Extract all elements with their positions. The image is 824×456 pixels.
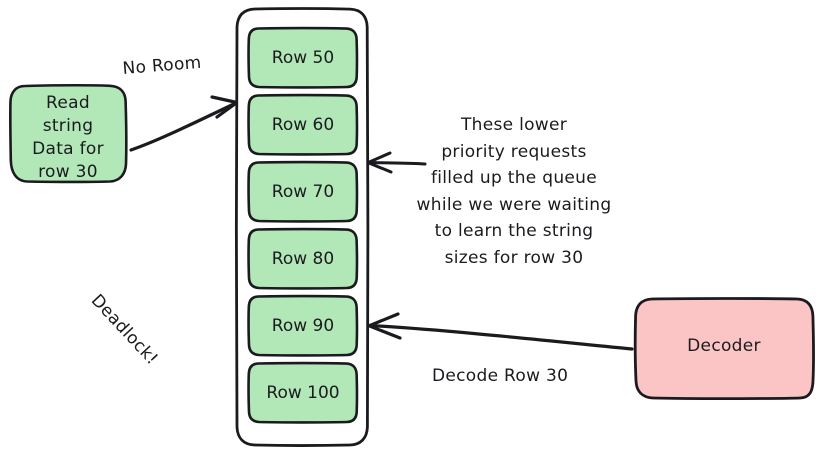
decode-arrow-label: Decode Row 30	[432, 366, 569, 386]
decoder-box-label: Decoder	[687, 336, 761, 356]
decode-arrow	[367, 312, 634, 351]
queue-item-shapes	[247, 26, 359, 424]
queue-item-label-1: Row 60	[271, 115, 335, 135]
queue-item-label-5: Row 100	[266, 383, 340, 403]
read-request-box[interactable]	[8, 84, 128, 184]
decoder-box[interactable]	[633, 297, 815, 401]
queue-annotation-text: These lower priority requests filled up …	[416, 115, 612, 268]
queue-item-label-3: Row 80	[271, 249, 335, 269]
queue-item-label-4: Row 90	[271, 316, 335, 336]
read-request-box-label: Read string Data for row 30	[32, 93, 104, 182]
queue-item-label-2: Row 70	[271, 182, 335, 202]
queue-annotation-arrow	[366, 151, 427, 174]
no-room-arrow	[129, 95, 239, 152]
queue-item-label-0: Row 50	[271, 48, 335, 68]
